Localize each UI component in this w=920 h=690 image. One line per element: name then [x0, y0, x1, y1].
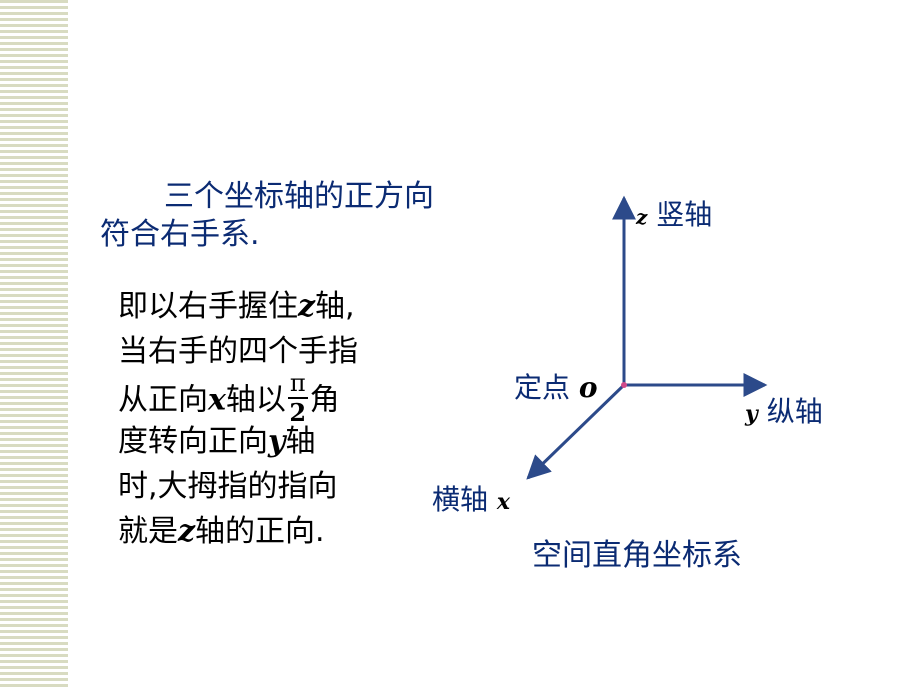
fraction-denominator: 2	[289, 398, 307, 427]
var-x: x	[208, 382, 226, 418]
x-axis-name: 横轴	[432, 483, 489, 516]
intro-text: 三个坐标轴的正方向 符合右手系.	[100, 178, 434, 253]
x-axis-line	[526, 383, 626, 480]
var-z: z	[298, 289, 316, 324]
var-z: z	[178, 514, 196, 549]
z-axis-name: 竖轴	[656, 198, 713, 231]
y-axis-letter: y	[745, 401, 758, 427]
intro-line-2: 符合右手系.	[100, 216, 260, 252]
explanation-line-6: 就是z轴的正向.	[118, 514, 325, 549]
origin-label: 定点 o	[514, 366, 598, 406]
fraction-numerator: π	[287, 369, 308, 399]
intro-line-1: 三个坐标轴的正方向	[164, 179, 434, 214]
decorative-stripe-band	[0, 0, 68, 690]
explanation-line-1: 即以右手握住z轴,	[118, 289, 355, 324]
origin-name: 定点	[514, 371, 571, 404]
z-axis-letter: z	[636, 205, 648, 229]
diagram-caption: 空间直角坐标系	[532, 538, 742, 573]
x-axis-label: 横轴 x	[432, 478, 510, 518]
z-axis-label: z 竖轴	[636, 193, 712, 233]
origin-letter: o	[578, 371, 598, 404]
y-axis-name: 纵轴	[766, 395, 823, 428]
explanation-line-4: 度转向正向y轴	[118, 424, 316, 459]
origin-dot	[621, 382, 627, 388]
explanation-line-5: 时,大拇指的指向	[118, 469, 338, 504]
var-y: y	[268, 424, 286, 459]
x-axis-letter: x	[496, 489, 511, 515]
explanation-line-2: 当右手的四个手指	[118, 334, 358, 369]
y-axis-label: y 纵轴	[745, 390, 823, 430]
